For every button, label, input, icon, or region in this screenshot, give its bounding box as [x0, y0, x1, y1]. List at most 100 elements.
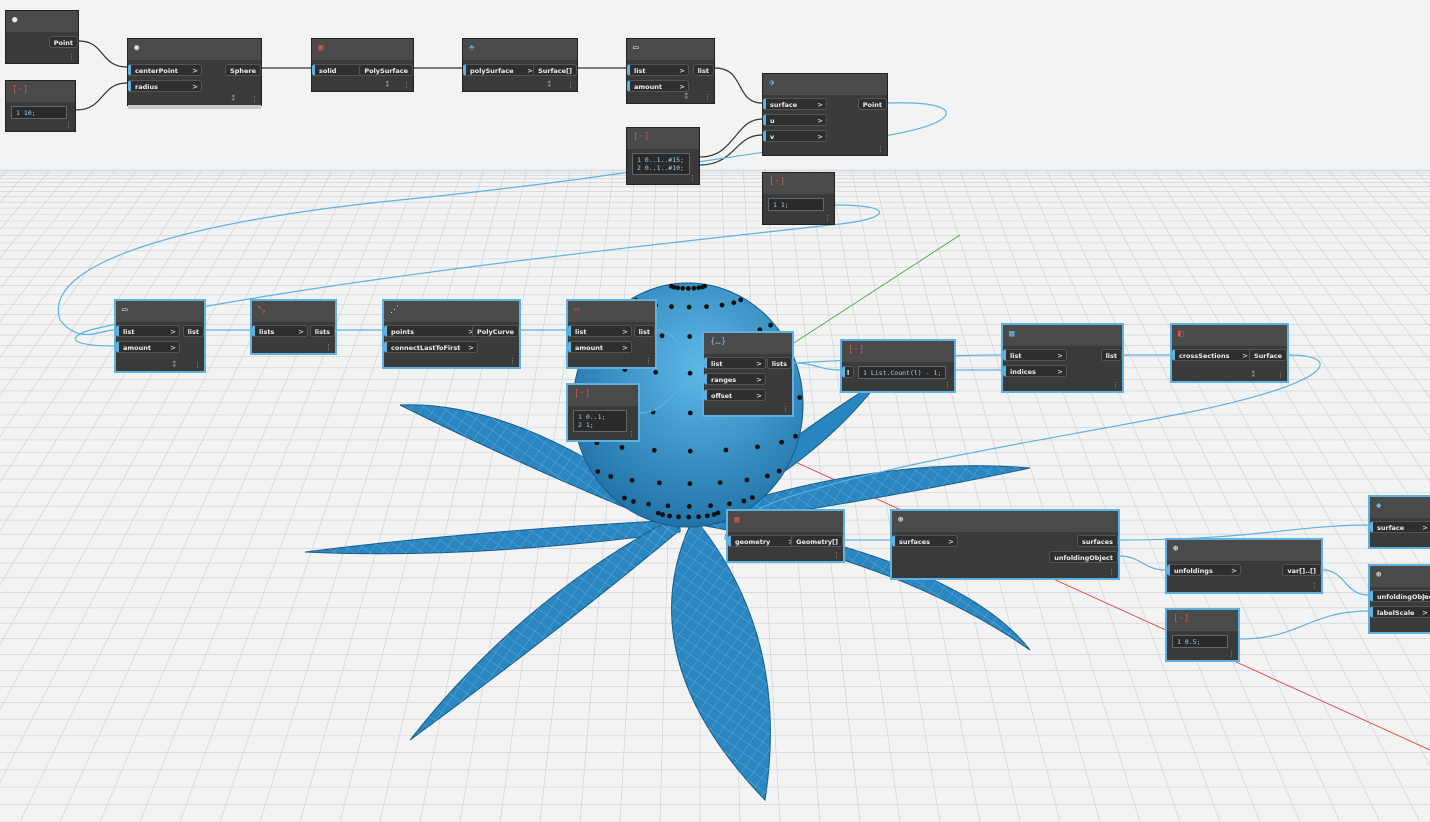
more-icon[interactable]: ⋮	[833, 551, 840, 559]
input-port-list[interactable]: list>	[116, 325, 180, 337]
code-editor[interactable]: 1 0..1..#15;2 0..1..#10;	[632, 153, 690, 175]
input-port-unfoldingobject[interactable]: unfoldingObject>	[1370, 590, 1430, 602]
output-port-list[interactable]: list	[633, 325, 655, 337]
input-port-unfoldings[interactable]: unfoldings>	[1167, 564, 1241, 576]
surface-pointatparameter-node[interactable]: ⬗ surface> u> v> Point ⋮	[762, 73, 888, 156]
list-drop-items-node-3[interactable]: ▭ list> amount> list ⋮	[566, 299, 657, 369]
more-icon[interactable]: ⋮	[509, 357, 516, 365]
output-port-lists[interactable]: lists	[309, 325, 335, 337]
list-sublists-node[interactable]: {…} list> ranges> offset> lists ⋮	[702, 331, 794, 417]
output-port-surfaces[interactable]: surfaces	[1076, 535, 1118, 547]
more-icon[interactable]: ⋮	[567, 81, 574, 89]
more-icon[interactable]: ⋮	[194, 361, 201, 369]
code-editor[interactable]: 1 10;	[11, 106, 67, 119]
output-port-surfaces[interactable]: Surface[]	[533, 64, 577, 76]
point-node[interactable]: ● Point ⋮	[5, 10, 79, 64]
input-port-amount[interactable]: amount>	[627, 80, 689, 92]
input-port-connectlasttofirst[interactable]: connectLastToFirst>	[384, 341, 478, 353]
input-port-points[interactable]: points>	[384, 325, 478, 337]
input-port-list[interactable]: list>	[1003, 349, 1067, 361]
unfoldings-node[interactable]: ⊛ unfoldings> var[]..[] ⋮	[1165, 538, 1323, 594]
surface-output-node[interactable]: ◆ surface>	[1368, 495, 1430, 549]
output-port-list[interactable]: list	[182, 325, 204, 337]
uv-range-code-block-node[interactable]: [·] 1 0..1..#15;2 0..1..#10; ⋮	[626, 127, 700, 185]
output-port-list[interactable]: list	[692, 64, 714, 76]
input-port-lists[interactable]: lists>	[252, 325, 308, 337]
input-port-l[interactable]: l	[842, 366, 854, 378]
more-icon[interactable]: ⋮	[645, 357, 652, 365]
unfold-surfaces-node[interactable]: ⊛ surfaces> surfaces unfoldingObject ⋮	[890, 509, 1120, 580]
more-icon[interactable]: ⋮	[944, 381, 951, 389]
more-icon[interactable]: ⋮	[68, 53, 75, 61]
sublists-code-block-node[interactable]: [·] 1 0..1;2 1; ⋮	[566, 383, 640, 442]
more-icon[interactable]: ⋮	[325, 343, 332, 351]
input-port-labelscale[interactable]: labelScale>	[1370, 606, 1430, 618]
input-port-surface[interactable]: surface>	[1370, 521, 1430, 533]
output-port-var[interactable]: var[]..[]	[1282, 564, 1321, 576]
output-port-point[interactable]: Point	[48, 36, 78, 48]
code-editor[interactable]: 1 0.5;	[1172, 635, 1228, 648]
input-port-geometry[interactable]: geometry>	[728, 535, 798, 547]
input-port-u[interactable]: u>	[763, 114, 827, 126]
input-port-crosssections[interactable]: crossSections>	[1172, 349, 1252, 361]
input-port-polysurface[interactable]: polySurface>	[463, 64, 537, 76]
code-editor[interactable]: 1 List.Count(l) - 1;	[858, 366, 946, 379]
more-icon[interactable]: ⋮	[704, 93, 711, 101]
more-icon[interactable]: ⋮	[251, 95, 258, 103]
more-icon[interactable]: ⋮	[824, 214, 831, 222]
more-icon[interactable]: ⋮	[1277, 371, 1284, 379]
polycurve-bypoints-node[interactable]: ⋰ points> connectLastToFirst> PolyCurve …	[382, 299, 521, 369]
input-port-list[interactable]: list>	[704, 357, 766, 369]
output-port-sphere[interactable]: Sphere	[225, 64, 261, 76]
label-scale-code-block-node[interactable]: [·] 1 0.5; ⋮	[1165, 608, 1240, 662]
geometry-list-node[interactable]: ▦ geometry> Geometry[] ⋮	[726, 509, 845, 563]
output-port-geometry-list[interactable]: Geometry[]	[791, 535, 843, 547]
lacing-icon[interactable]: ⁑	[385, 81, 390, 89]
lacing-icon[interactable]: ⁑	[684, 93, 689, 101]
surface-byloft-node[interactable]: ◧ crossSections> Surface ⁑ ⋮	[1170, 323, 1289, 383]
input-port-radius[interactable]: radius>	[128, 80, 202, 92]
input-port-surfaces[interactable]: surfaces>	[892, 535, 958, 547]
unfold-labels-node[interactable]: ⊛ unfoldingObject> labelScale>	[1368, 564, 1430, 634]
count-code-block-node[interactable]: [·] l 1 List.Count(l) - 1; ⋮	[840, 339, 956, 393]
input-port-list[interactable]: list>	[627, 64, 689, 76]
input-port-amount[interactable]: amount>	[116, 341, 180, 353]
lacing-icon[interactable]: ⁑	[1251, 371, 1256, 379]
list-drop-items-node-2[interactable]: ▭ list> amount> list ⁑ ⋮	[114, 299, 206, 373]
input-port-ranges[interactable]: ranges>	[704, 373, 766, 385]
sphere-node[interactable]: ◉ centerPoint> radius> Sphere ⁑ ⋮	[127, 38, 262, 109]
lacing-icon[interactable]: ⁑	[547, 81, 552, 89]
input-port-v[interactable]: v>	[763, 130, 827, 142]
more-icon[interactable]: ⋮	[1112, 381, 1119, 389]
output-port-point[interactable]: Point	[857, 98, 887, 110]
input-port-indices[interactable]: indices>	[1003, 365, 1067, 377]
more-icon[interactable]: ⋮	[628, 430, 635, 438]
input-port-surface[interactable]: surface>	[763, 98, 827, 110]
code-editor[interactable]: 1 1;	[768, 198, 824, 211]
more-icon[interactable]: ⋮	[1311, 582, 1318, 590]
input-port-offset[interactable]: offset>	[704, 389, 766, 401]
polysurface-bysolid-node[interactable]: ▣ solid> PolySurface ⁑ ⋮	[311, 38, 414, 92]
input-port-list[interactable]: list>	[568, 325, 632, 337]
more-icon[interactable]: ⋮	[1108, 568, 1115, 576]
more-icon[interactable]: ⋮	[689, 174, 696, 182]
output-port-list[interactable]: list	[1100, 349, 1122, 361]
input-port-amount[interactable]: amount>	[568, 341, 632, 353]
input-port-centerpoint[interactable]: centerPoint>	[128, 64, 202, 76]
more-icon[interactable]: ⋮	[1228, 650, 1235, 658]
output-port-unfoldingobject[interactable]: unfoldingObject	[1049, 551, 1118, 563]
more-icon[interactable]: ⋮	[877, 145, 884, 153]
more-icon[interactable]: ⋮	[403, 81, 410, 89]
output-port-polysurface[interactable]: PolySurface	[359, 64, 413, 76]
list-drop-items-node-1[interactable]: ▭ list> amount> list ⁑ ⋮	[626, 38, 715, 104]
radius-code-block-node[interactable]: [·] 1 10; ⋮	[5, 80, 76, 132]
amount-code-block-node[interactable]: [·] 1 1; ⋮	[762, 172, 835, 225]
list-getitematindex-node[interactable]: ▦ list> indices> list ⋮	[1001, 323, 1124, 393]
output-port-surface[interactable]: Surface	[1249, 349, 1287, 361]
list-transpose-node[interactable]: ⤡ lists> lists ⋮	[250, 299, 337, 355]
lacing-icon[interactable]: ⁑	[172, 361, 177, 369]
polysurface-surfaces-node[interactable]: ⬘ polySurface> Surface[] ⁑ ⋮	[462, 38, 578, 92]
more-icon[interactable]: ⋮	[65, 121, 72, 129]
output-port-lists[interactable]: lists	[766, 357, 792, 369]
more-icon[interactable]: ⋮	[782, 405, 789, 413]
